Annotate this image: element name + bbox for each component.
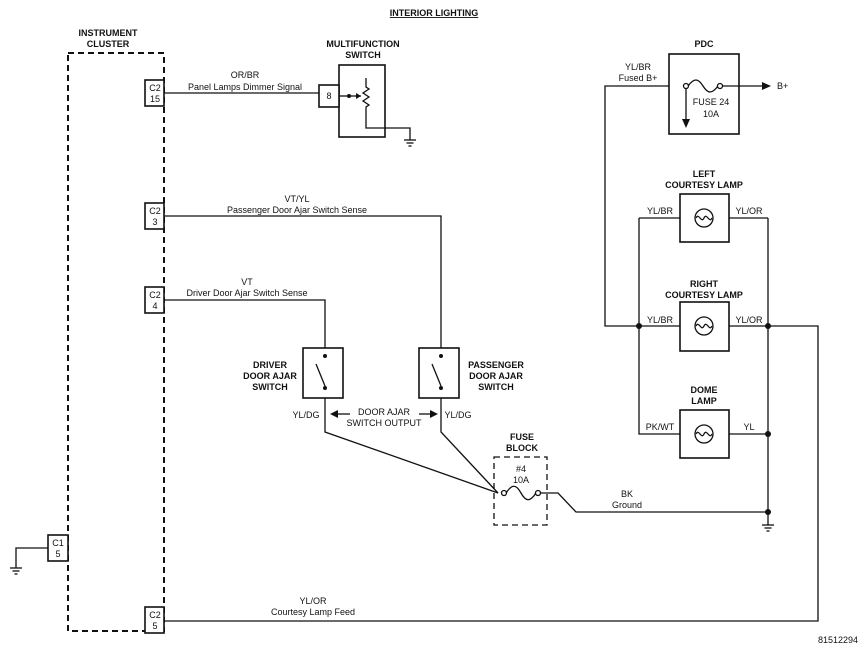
dome-lamp-label-1: DOME — [691, 385, 718, 395]
pass-sw-label-2: DOOR AJAR — [469, 371, 523, 381]
driver-sw-label-2: DOOR AJAR — [243, 371, 297, 381]
door-ajar-output-2: SWITCH OUTPUT — [347, 418, 422, 428]
right-courtesy-lamp — [679, 301, 730, 352]
switch-icon — [315, 354, 327, 390]
mfs-pin: 8 — [326, 91, 331, 101]
svg-text:3: 3 — [152, 217, 157, 227]
instrument-cluster — [67, 52, 165, 632]
svg-text:C2: C2 — [149, 290, 161, 300]
svg-text:5: 5 — [152, 621, 157, 631]
wire-pass-color: VT/YL — [284, 194, 309, 204]
driver-sw-label-3: SWITCH — [252, 382, 288, 392]
driver-sw-wire: YL/DG — [292, 410, 319, 420]
fuse-block-label-2: BLOCK — [506, 443, 538, 453]
ground-icon — [762, 524, 774, 532]
double-arrow-icon — [330, 410, 438, 418]
lamp-icon — [694, 316, 714, 336]
driver-sw-label-1: DRIVER — [253, 360, 288, 370]
cluster-pin-c2-3: C2 3 — [144, 202, 165, 230]
splice-dots — [636, 323, 771, 515]
cluster-label-2: CLUSTER — [87, 39, 130, 49]
wire-dimmer-name: Panel Lamps Dimmer Signal — [188, 82, 302, 92]
lamp-icon — [694, 424, 714, 444]
left-lamp-right-wire: YL/OR — [735, 206, 763, 216]
pass-sw-wire: YL/DG — [444, 410, 471, 420]
down-arrow-icon — [682, 119, 690, 128]
left-lamp-label-1: LEFT — [693, 169, 716, 179]
wire-fused-color: YL/BR — [625, 62, 652, 72]
wire-feed-name: Courtesy Lamp Feed — [271, 607, 355, 617]
cluster-label-1: INSTRUMENT — [79, 28, 138, 38]
pass-sw-label-1: PASSENGER — [468, 360, 524, 370]
svg-text:C2: C2 — [149, 83, 161, 93]
svg-text:C2: C2 — [149, 610, 161, 620]
wire-driver-name: Driver Door Ajar Switch Sense — [186, 288, 307, 298]
wire-fused-name: Fused B+ — [619, 73, 658, 83]
right-arrow-icon — [762, 82, 771, 90]
right-lamp-label-1: RIGHT — [690, 279, 719, 289]
wire-feed-color: YL/OR — [299, 596, 327, 606]
mfs-label-2: SWITCH — [345, 50, 381, 60]
cluster-pin-c2-4: C2 4 — [144, 286, 165, 314]
fuse-block-fuse-1: #4 — [516, 464, 526, 474]
door-ajar-output-1: DOOR AJAR — [358, 407, 411, 417]
svg-text:5: 5 — [55, 549, 60, 559]
pdc-fuse-2: 10A — [703, 109, 719, 119]
pdc-fuse-1: FUSE 24 — [693, 97, 730, 107]
wire-ground-name: Ground — [612, 500, 642, 510]
svg-text:4: 4 — [152, 301, 157, 311]
ground-icon — [10, 567, 22, 575]
right-lamp-right-wire: YL/OR — [735, 315, 763, 325]
pdc-box — [668, 53, 740, 135]
left-lamp-left-wire: YL/BR — [647, 206, 674, 216]
pdc-output: B+ — [777, 81, 788, 91]
fuse-block-fuse-2: 10A — [513, 475, 529, 485]
fuse-block-label-1: FUSE — [510, 432, 534, 442]
mfs-label-1: MULTIFUNCTION — [326, 39, 399, 49]
diagram-title: INTERIOR LIGHTING — [390, 8, 479, 18]
lamp-icon — [694, 208, 714, 228]
cluster-pin-c2-15: C2 15 — [144, 79, 165, 107]
wire-ground-color: BK — [621, 489, 633, 499]
figure-id: 81512294 — [818, 635, 858, 645]
right-lamp-label-2: COURTESY LAMP — [665, 290, 743, 300]
svg-text:C1: C1 — [52, 538, 64, 548]
cluster-pin-c2-5: C2 5 — [144, 606, 165, 634]
driver-door-ajar-switch — [302, 347, 344, 399]
potentiometer-icon — [339, 78, 416, 147]
pass-sw-label-3: SWITCH — [478, 382, 514, 392]
svg-text:15: 15 — [150, 94, 160, 104]
svg-text:C2: C2 — [149, 206, 161, 216]
dome-lamp-label-2: LAMP — [691, 396, 717, 406]
wire-dimmer-color: OR/BR — [231, 70, 260, 80]
right-lamp-left-wire: YL/BR — [647, 315, 674, 325]
left-lamp-label-2: COURTESY LAMP — [665, 180, 743, 190]
dome-lamp-right-wire: YL — [743, 422, 754, 432]
passenger-door-ajar-switch — [418, 347, 460, 399]
switch-icon — [431, 354, 443, 390]
cluster-pin-c1-5: C1 5 — [47, 534, 69, 562]
wire-driver-color: VT — [241, 277, 253, 287]
fuse-icon — [500, 485, 542, 501]
pdc-label: PDC — [694, 39, 714, 49]
wire-pass-name: Passenger Door Ajar Switch Sense — [227, 205, 367, 215]
dome-lamp-left-wire: PK/WT — [646, 422, 675, 432]
